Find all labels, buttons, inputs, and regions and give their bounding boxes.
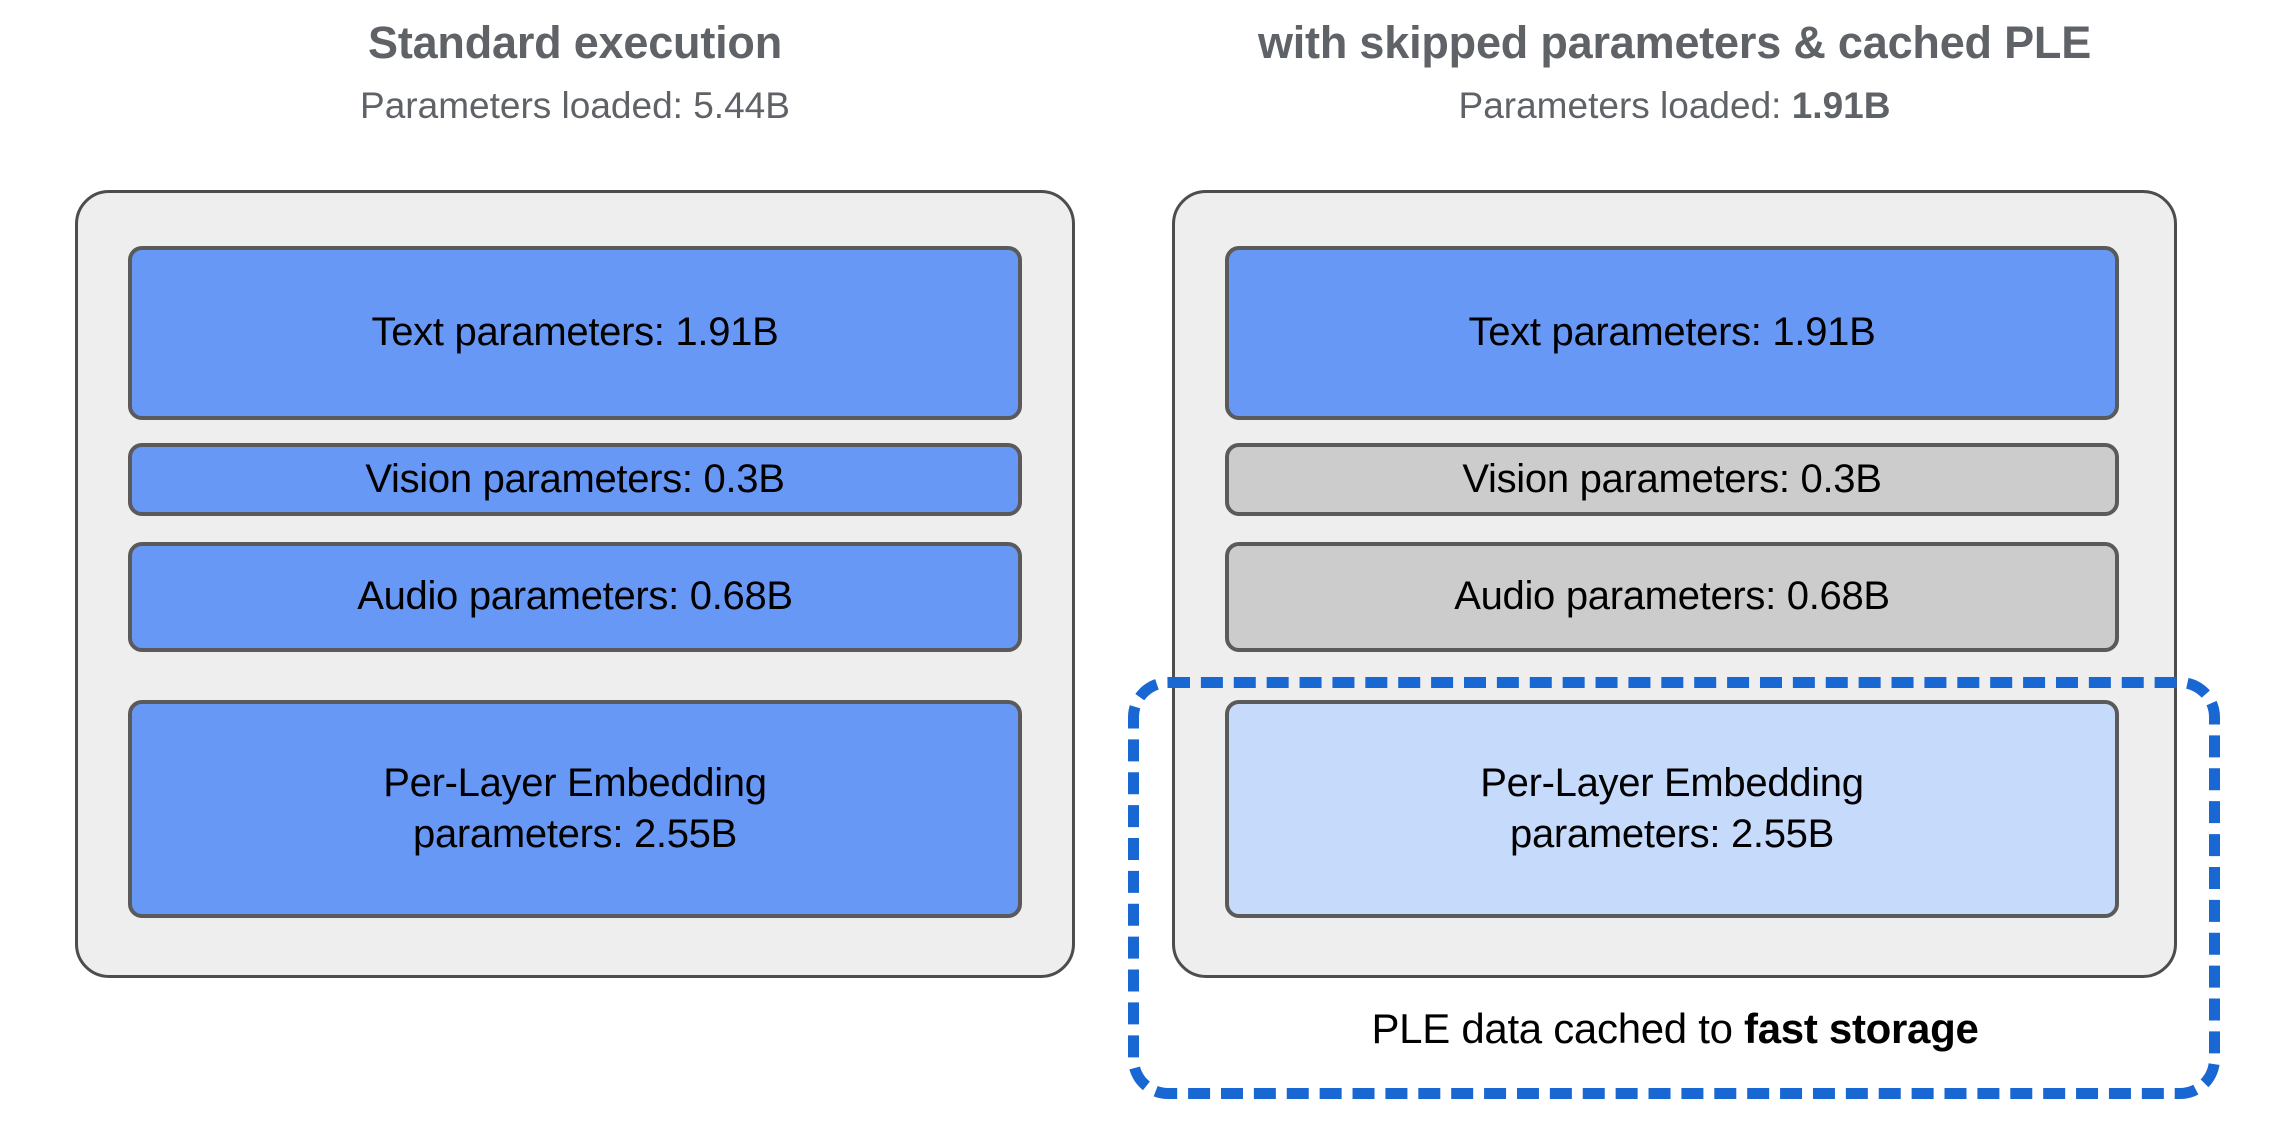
param-block-ple-cached: Per-Layer Embedding parameters: 2.55B: [1225, 700, 2119, 918]
column-heading-standard: Standard execution Parameters loaded: 5.…: [75, 18, 1075, 126]
param-block-vision-standard: Vision parameters: 0.3B: [128, 443, 1022, 516]
param-block-audio-standard-label: Audio parameters: 0.68B: [357, 574, 793, 619]
cache-caption-prefix: PLE data cached to: [1371, 1005, 1745, 1052]
column-title-skipped-cached: with skipped parameters & cached PLE: [1257, 17, 2092, 68]
column-subtitle-skipped-cached: Parameters loaded: 1.91B: [1172, 84, 2177, 127]
parameters-loaded-value-left: 5.44B: [693, 84, 790, 126]
param-block-ple-cached-line1: Per-Layer Embedding: [1480, 760, 1864, 805]
column-title-standard: Standard execution: [368, 17, 782, 68]
param-block-audio-skipped: Audio parameters: 0.68B: [1225, 542, 2119, 652]
parameters-loaded-label-left: Parameters loaded:: [360, 84, 694, 126]
cache-caption: PLE data cached to fast storage: [1150, 1005, 2200, 1053]
param-block-vision-skipped: Vision parameters: 0.3B: [1225, 443, 2119, 516]
param-block-ple-standard-line2: parameters: 2.55B: [413, 812, 737, 856]
param-block-audio-skipped-label: Audio parameters: 0.68B: [1454, 574, 1890, 619]
param-block-ple-standard-label: Per-Layer Embedding parameters: 2.55B: [383, 758, 767, 860]
param-block-text-standard: Text parameters: 1.91B: [128, 246, 1022, 420]
param-block-vision-skipped-label: Vision parameters: 0.3B: [1462, 456, 1882, 501]
column-heading-skipped-cached: with skipped parameters & cached PLE Par…: [1172, 18, 2177, 126]
param-block-text-skipped-cached-label: Text parameters: 1.91B: [1468, 310, 1876, 355]
param-block-audio-standard: Audio parameters: 0.68B: [128, 542, 1022, 652]
param-block-text-skipped-cached: Text parameters: 1.91B: [1225, 246, 2119, 420]
param-block-ple-cached-label: Per-Layer Embedding parameters: 2.55B: [1480, 758, 1864, 860]
param-block-vision-standard-label: Vision parameters: 0.3B: [365, 456, 785, 501]
param-block-ple-standard-line1: Per-Layer Embedding: [383, 760, 767, 805]
cache-caption-emphasis: fast storage: [1744, 1005, 1979, 1052]
parameters-loaded-label-right: Parameters loaded:: [1458, 84, 1792, 126]
parameters-loaded-value-right: 1.91B: [1791, 84, 1891, 126]
param-block-text-standard-label: Text parameters: 1.91B: [371, 310, 779, 355]
param-block-ple-standard: Per-Layer Embedding parameters: 2.55B: [128, 700, 1022, 918]
column-subtitle-standard: Parameters loaded: 5.44B: [75, 84, 1075, 127]
param-block-ple-cached-line2: parameters: 2.55B: [1510, 812, 1834, 856]
